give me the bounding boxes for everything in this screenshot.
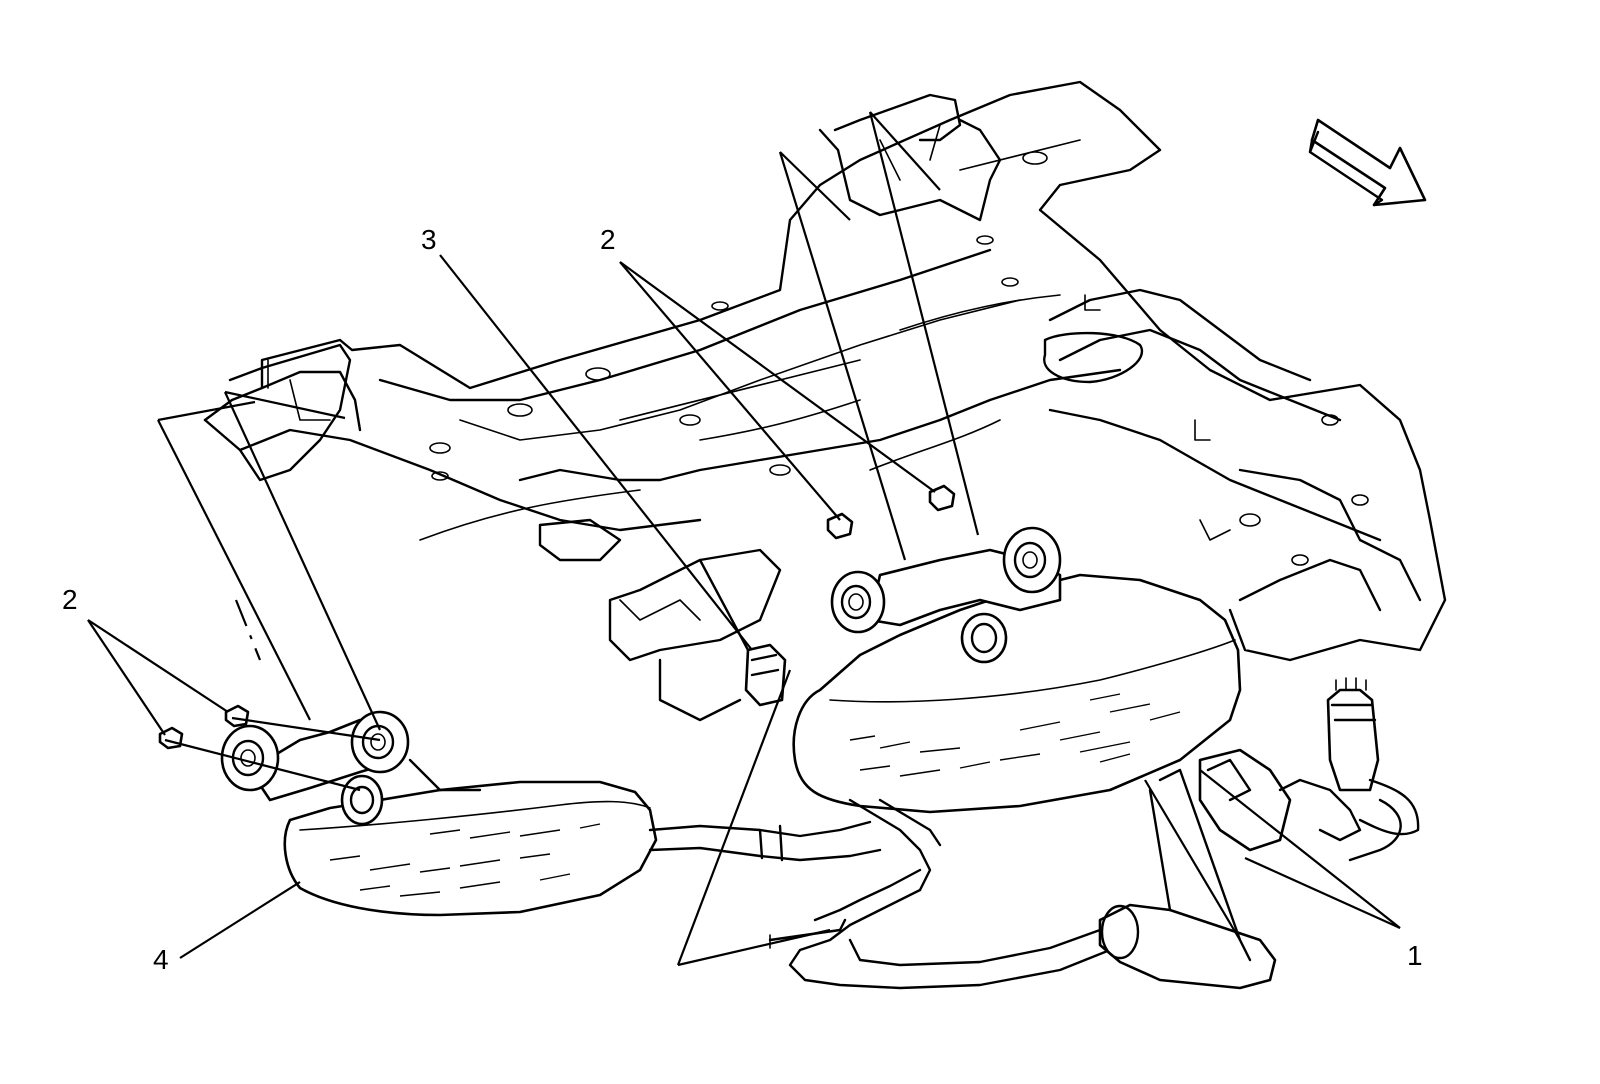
front-direction-arrow-icon [1308, 118, 1427, 207]
bracket-part-3 [698, 558, 787, 707]
exhaust-pipes [648, 677, 1420, 990]
bolt-icon [158, 484, 956, 750]
callout-label-2-top: 2 [600, 224, 616, 255]
right-muffler [792, 573, 1242, 814]
left-hanger-bracket [220, 710, 482, 826]
callout-label-2-left: 2 [62, 584, 78, 615]
right-hanger-bracket [830, 526, 1062, 664]
underbody-frame [203, 80, 1447, 722]
leader-lines [87, 111, 1401, 967]
callout-label-3: 3 [421, 224, 437, 255]
callout-label-1: 1 [1407, 940, 1423, 971]
callout-label-4: 4 [153, 944, 169, 975]
left-muffler [283, 780, 658, 917]
